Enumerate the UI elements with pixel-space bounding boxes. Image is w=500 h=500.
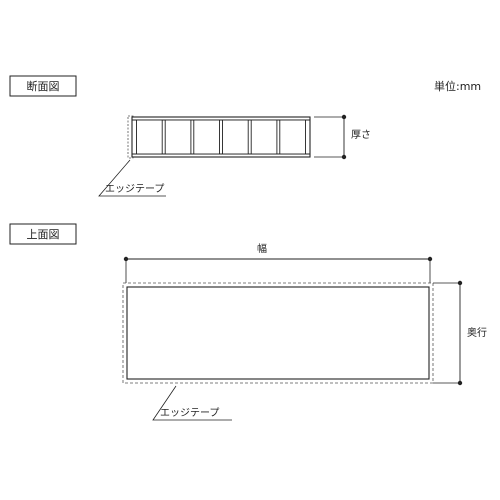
top-view-title-box [9, 223, 77, 245]
depth-dot-bottom [457, 380, 463, 386]
cross-section-cell [222, 119, 249, 155]
top-view-edge-tape-label: エッジテープ [160, 407, 219, 419]
top-view-panel [126, 286, 430, 380]
cross-section-title: 断面図 [27, 79, 60, 93]
thickness-label: 厚さ [351, 129, 371, 141]
thickness-dot-bottom [341, 154, 347, 160]
cross-section-cell [136, 119, 163, 155]
cross-section-cell [250, 119, 278, 155]
top-view-title: 上面図 [27, 228, 60, 241]
thickness-dot-top [341, 114, 347, 120]
cross-section-cell [164, 119, 192, 155]
top-view-edge-tape-leader [152, 385, 232, 421]
top-view: 上面図 幅 奥行 エッジテープ [9, 223, 487, 421]
cross-section-edge-tape-leader [98, 159, 166, 197]
cross-section-cells [136, 119, 306, 155]
depth-label: 奥行 [467, 326, 487, 339]
cross-section-cell [279, 119, 306, 155]
cross-section-cell [193, 119, 220, 155]
width-label: 幅 [257, 242, 267, 255]
depth-dot-top [457, 280, 463, 286]
unit-label: 単位:mm [434, 79, 481, 93]
cross-section-title-box [9, 75, 77, 97]
cross-section-view: 断面図 厚さ エッジテープ [9, 75, 371, 197]
top-view-edge-tape [122, 282, 434, 384]
cross-section-edge-tape-label: エッジテープ [105, 183, 164, 195]
